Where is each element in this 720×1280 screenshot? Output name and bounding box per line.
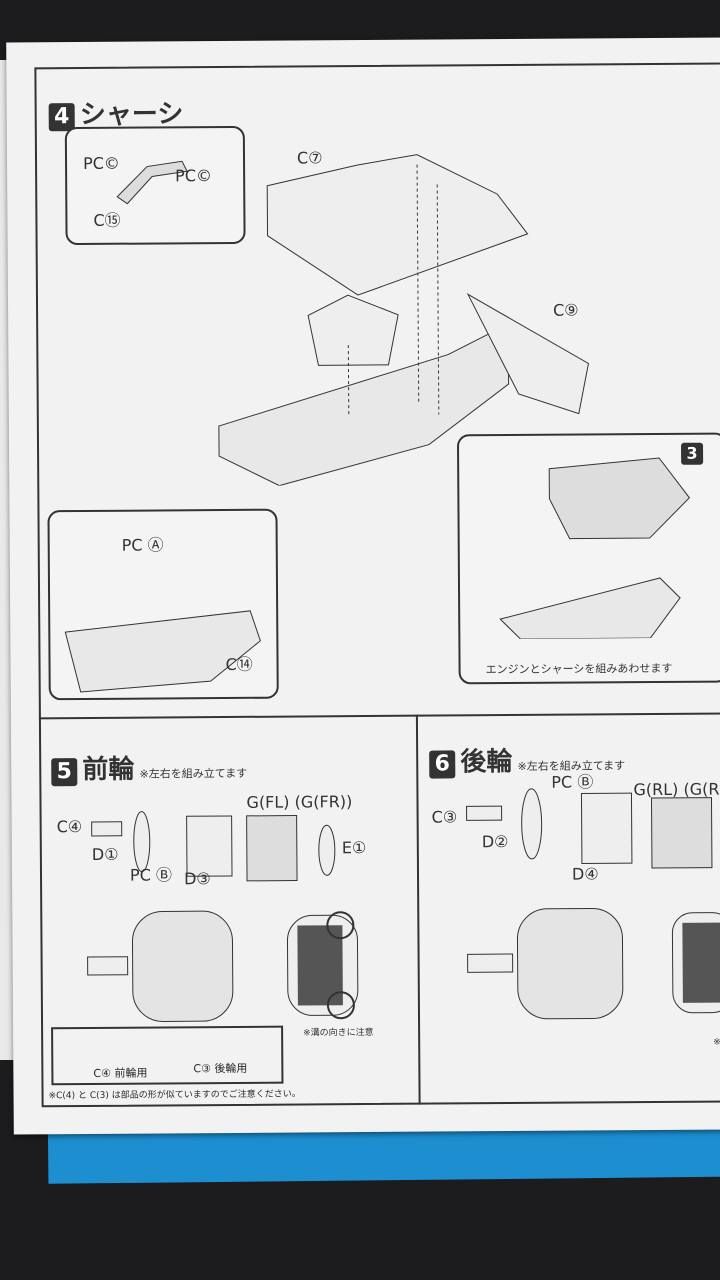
step-number: 6 bbox=[429, 750, 456, 779]
legend-c4-front: C④ 前輪用 bbox=[93, 1066, 148, 1080]
engine-chassis-drawing bbox=[499, 457, 691, 640]
groove-note: ※溝の向きに注意 bbox=[303, 1027, 374, 1039]
label-g-rear: G(RL) (G(RR)) bbox=[633, 779, 720, 800]
label-pc-b: PC Ⓑ bbox=[129, 865, 173, 885]
label-e1: E① bbox=[341, 838, 367, 858]
legend-c3-rear: C③ 後輪用 bbox=[193, 1061, 248, 1076]
label-c4: C④ bbox=[56, 817, 83, 837]
chassis-detail-drawing bbox=[64, 610, 261, 693]
chassis-drawing bbox=[218, 154, 590, 487]
label-pc-b: PC Ⓑ bbox=[551, 772, 594, 792]
instruction-page: 4 シャーシ PC© PC© C⑮ C⑦ C⑨ PC Ⓐ C⑭ 3 エンジンとシ… bbox=[6, 37, 720, 1135]
step-title: 後輪 bbox=[460, 747, 513, 778]
front-wheel-assembled-drawing bbox=[87, 910, 359, 1022]
label-pc-c: PC© bbox=[82, 153, 120, 173]
label-d3: D③ bbox=[183, 869, 211, 889]
front-wheel-exploded-drawing bbox=[91, 811, 336, 882]
engine-caption: エンジンとシャーシを組みあわせます bbox=[485, 661, 673, 677]
step6-heading: 6 後輪 ※左右を組み立てます bbox=[429, 740, 625, 779]
label-pc-c: PC© bbox=[175, 166, 213, 186]
rear-wheel-exploded-drawing bbox=[466, 788, 713, 869]
step-number: 4 bbox=[48, 103, 75, 132]
step-title: シャーシ bbox=[79, 99, 184, 131]
label-c15: C⑮ bbox=[93, 210, 121, 230]
corner-note: ※ bbox=[713, 1037, 720, 1048]
rear-wheel-assembled-drawing bbox=[467, 907, 720, 1020]
footnote: ※C(4) と C(3) は部品の形が似ていますのでご注意ください。 bbox=[48, 1089, 301, 1102]
step-number: 5 bbox=[51, 758, 78, 787]
label-d4: D④ bbox=[571, 864, 599, 884]
c4-c3-legend-box: C④ 前輪用 C③ 後輪用 bbox=[51, 1025, 284, 1086]
step-title: 前輪 bbox=[82, 754, 135, 786]
label-c9: C⑨ bbox=[553, 300, 579, 320]
step-note: ※左右を組み立てます bbox=[139, 766, 248, 781]
label-g-front: G(FL) (G(FR)) bbox=[246, 792, 353, 812]
label-pc-a: PC Ⓐ bbox=[121, 535, 164, 555]
part-c15-drawing bbox=[116, 160, 188, 205]
label-c3: C③ bbox=[431, 807, 458, 827]
engine-step-badge: 3 bbox=[681, 442, 704, 465]
label-d2: D② bbox=[481, 832, 509, 852]
label-d1: D① bbox=[91, 844, 119, 864]
step5-heading: 5 前輪 ※左右を組み立てます bbox=[51, 748, 248, 787]
label-c14: C⑭ bbox=[225, 654, 253, 675]
label-c7: C⑦ bbox=[296, 148, 323, 168]
